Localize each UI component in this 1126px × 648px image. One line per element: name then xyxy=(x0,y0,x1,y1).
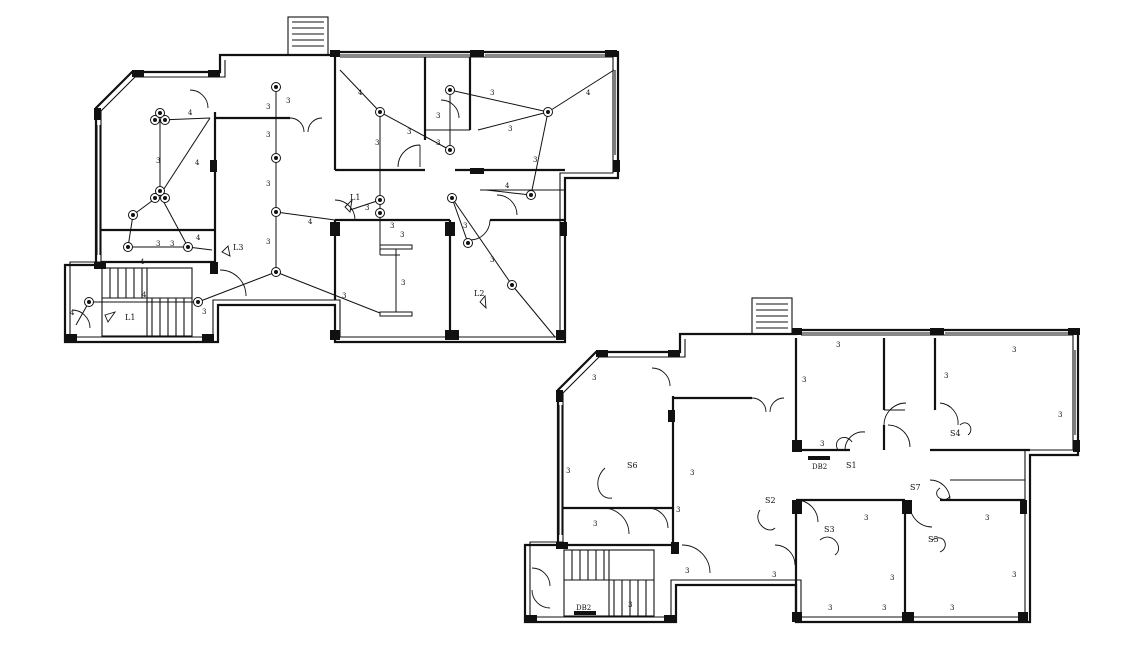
interior-walls xyxy=(101,57,565,337)
wire-count: 3 xyxy=(882,604,886,612)
switch-glyphs-first xyxy=(597,422,972,556)
wire-count: 3 xyxy=(490,89,494,97)
wire-count: 4 xyxy=(358,89,363,97)
ground-floor-plan: 3 4 4 3 3 4 4 3 3 3 3 3 4 3 4 4 3 4 3 3 … xyxy=(63,16,620,344)
doors-first xyxy=(531,367,959,609)
first-stair xyxy=(563,549,655,617)
columns xyxy=(65,50,620,341)
wire-count: 3 xyxy=(407,128,411,136)
wire-count: 3 xyxy=(864,514,868,522)
switch-label-s4: S4 xyxy=(950,429,961,438)
wire-count: 3 xyxy=(1012,571,1016,579)
wire-count: 3 xyxy=(463,222,467,230)
interior-walls-first xyxy=(563,338,1030,617)
wire-count: 3 xyxy=(820,440,824,448)
distribution-board-symbol-2 xyxy=(574,611,596,615)
wire-count: 3 xyxy=(628,601,632,609)
wire-count: 3 xyxy=(170,240,174,248)
windows xyxy=(96,51,616,338)
wire-count: 3 xyxy=(436,139,440,147)
wire-count: 3 xyxy=(400,231,404,239)
wire-count: 3 xyxy=(685,567,689,575)
wire-count: 3 xyxy=(566,467,570,475)
switch-label-l2: L2 xyxy=(474,289,484,298)
wire-count: 3 xyxy=(533,156,537,164)
wire-count: 3 xyxy=(802,376,806,384)
wire-count: 3 xyxy=(593,520,597,528)
switch-label-l1b: L1 xyxy=(125,313,135,322)
switch-label-s3: S3 xyxy=(824,525,835,534)
columns-first xyxy=(525,328,1080,622)
wire-count: 3 xyxy=(772,571,776,579)
doors xyxy=(71,89,518,329)
wire-count: 3 xyxy=(401,279,405,287)
wire-count: 4 xyxy=(70,309,75,317)
wire-count: 4 xyxy=(308,218,313,226)
first-floor-plan: 3 3 3 3 3 3 3 3 3 3 3 3 3 3 3 3 3 3 3 3 … xyxy=(523,297,1080,624)
ground-wire-counts: 3 4 4 3 3 4 4 3 3 3 3 3 4 3 4 4 3 4 3 3 … xyxy=(70,89,591,317)
ground-stair xyxy=(101,267,193,337)
wire-count: 4 xyxy=(140,258,145,266)
switch-label-s1: S1 xyxy=(846,461,857,470)
wire-count: 3 xyxy=(266,131,270,139)
wire-count: 4 xyxy=(505,182,510,190)
wire-count: 3 xyxy=(156,157,160,165)
wire-count: 3 xyxy=(156,240,160,248)
outer-wall-inner-first xyxy=(529,334,1074,618)
wire-count: 4 xyxy=(195,159,200,167)
wire-count: 3 xyxy=(508,125,512,133)
outer-wall-first xyxy=(523,328,1080,624)
board-label-db2: DB2 xyxy=(812,463,827,471)
light-fittings xyxy=(84,82,553,317)
wire-count: 3 xyxy=(828,604,832,612)
wire-count: 3 xyxy=(266,103,270,111)
windows-first xyxy=(558,329,1076,618)
wire-count: 3 xyxy=(266,238,270,246)
first-switch-labels: S1 S2 S3 S4 S5 S6 S7 DB2 DB2 xyxy=(574,429,961,615)
top-stair xyxy=(287,16,329,56)
wire-count: 3 xyxy=(342,292,346,300)
wire-count: 3 xyxy=(985,514,989,522)
distribution-board-symbol xyxy=(808,456,830,460)
switch-label-s5: S5 xyxy=(928,535,939,544)
board-label-db2-stair: DB2 xyxy=(576,604,591,612)
wire-count: 4 xyxy=(586,89,591,97)
top-stair-first xyxy=(751,297,793,335)
wire-count: 3 xyxy=(266,180,270,188)
wire-count: 4 xyxy=(196,234,201,242)
switch-label-l1: L1 xyxy=(350,193,360,202)
wire-count: 3 xyxy=(286,97,290,105)
wire-count: 3 xyxy=(1058,411,1062,419)
wire-count: 3 xyxy=(375,139,379,147)
switch-label-s2: S2 xyxy=(765,496,776,505)
wire-count: 3 xyxy=(436,112,440,120)
wire-count: 3 xyxy=(1012,346,1016,354)
wire-count: 3 xyxy=(836,341,840,349)
wire-count: 3 xyxy=(202,308,206,316)
wire-count: 3 xyxy=(490,256,494,264)
wire-count: 3 xyxy=(365,204,369,212)
wire-count: 3 xyxy=(676,506,680,514)
wire-count: 3 xyxy=(592,374,596,382)
wire-count: 3 xyxy=(690,469,694,477)
wire-count: 3 xyxy=(950,604,954,612)
wire-count: 4 xyxy=(142,291,147,299)
outer-wall-inner xyxy=(69,56,614,338)
first-wire-counts: 3 3 3 3 3 3 3 3 3 3 3 3 3 3 3 3 3 3 3 3 … xyxy=(566,341,1062,612)
switch-label-s7: S7 xyxy=(910,483,921,492)
ground-switch-labels: L1 L1 L2 L3 xyxy=(104,193,487,323)
wire-count: 3 xyxy=(890,574,894,582)
wire-count: 4 xyxy=(188,109,193,117)
switch-label-l3: L3 xyxy=(233,243,243,252)
switch-label-s6: S6 xyxy=(627,461,638,470)
wire-count: 3 xyxy=(944,372,948,380)
wire-count: 3 xyxy=(390,222,394,230)
